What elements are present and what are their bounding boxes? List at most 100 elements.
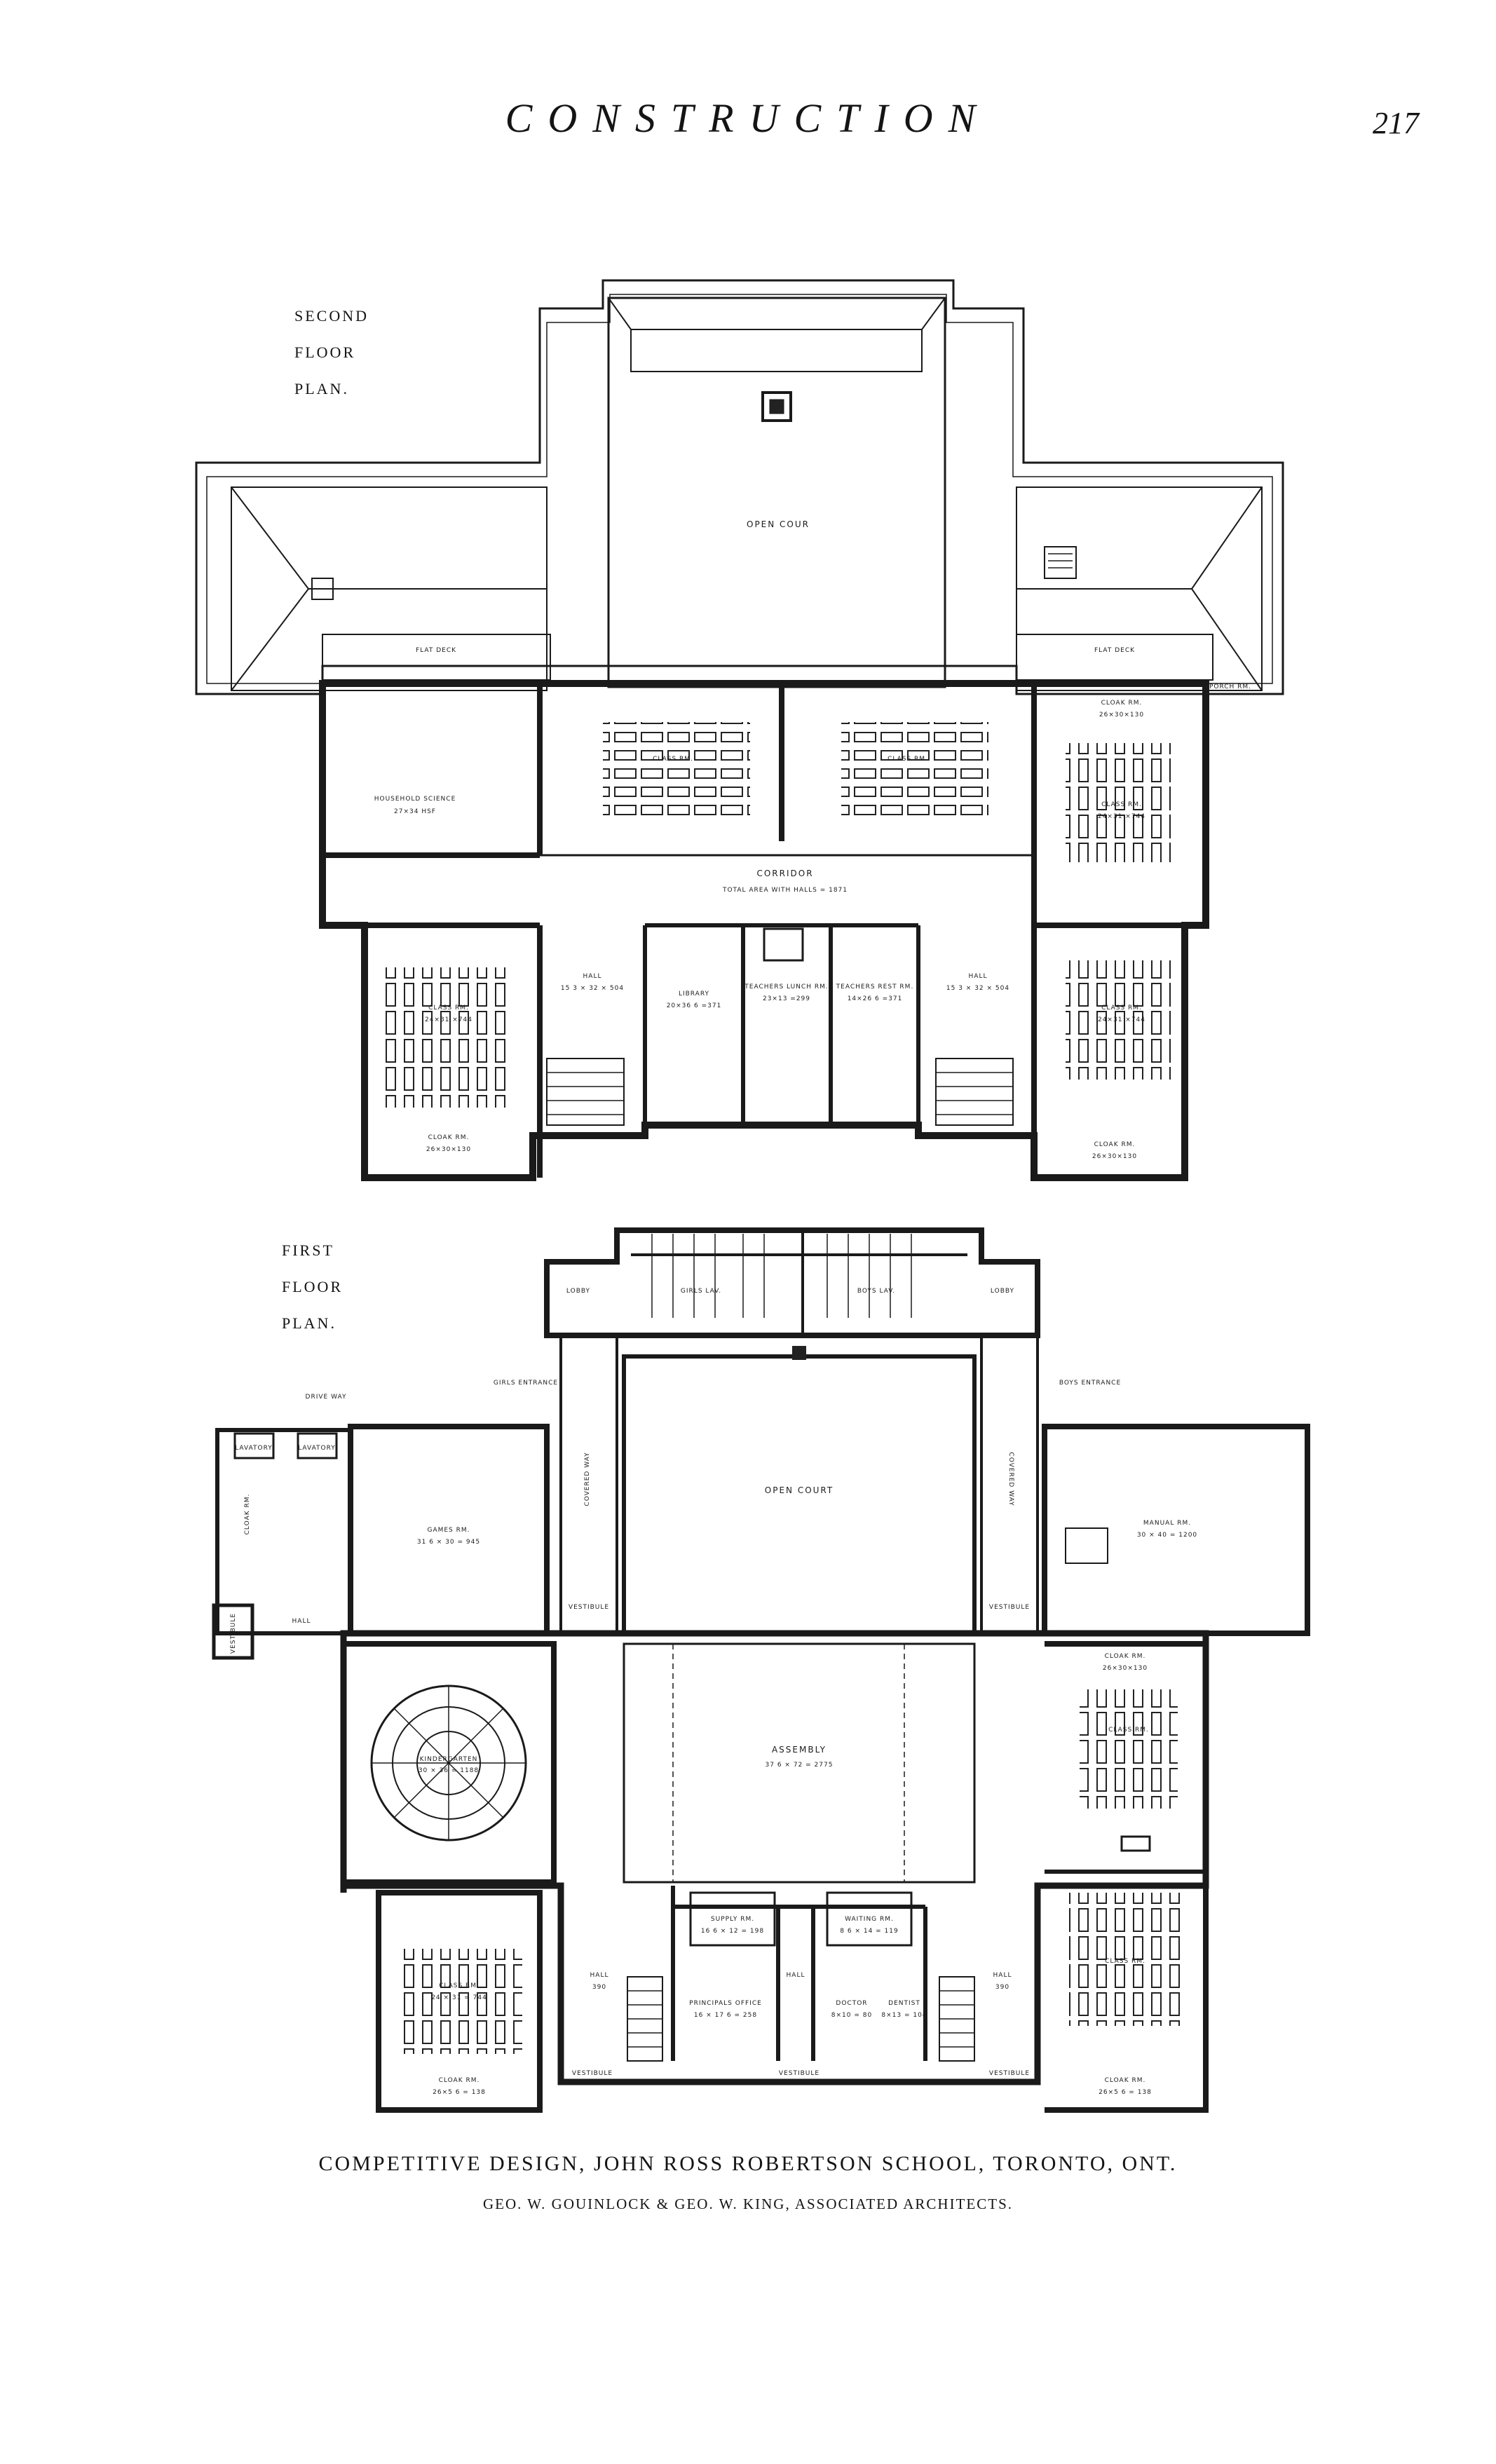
room-label: WAITING RM.: [845, 1916, 894, 1923]
room-label: HALL: [993, 1972, 1012, 1979]
room-label: CLOAK RM.: [1101, 700, 1143, 707]
room-dims: 26×5 6 = 138: [1099, 2089, 1152, 2096]
room-label: TEACHERS LUNCH RM.: [744, 983, 828, 991]
second-floor-labels: OPEN COUR FLAT DECK FLAT DECK HOUSEHOLD …: [374, 519, 1251, 1160]
room-dims: 26×30×130: [426, 1146, 471, 1153]
room-dims: 31 6 × 30 = 945: [417, 1539, 480, 1546]
room-dims: 20×36 6 =371: [667, 1002, 722, 1009]
room-label: TEACHERS REST RM.: [836, 983, 914, 991]
room-label: CLASS RM.: [428, 1005, 469, 1012]
room-label: SUPPLY RM.: [711, 1916, 754, 1923]
room-label: BOYS ENTRANCE: [1059, 1380, 1121, 1387]
room-label: CLOAK RM.: [1094, 1141, 1136, 1148]
room-label: CLASS RM.: [1105, 1958, 1145, 1965]
room-label: PORCH RM.: [1209, 683, 1251, 690]
room-label: CLASS RM.: [1101, 801, 1142, 808]
room-label: HALL: [787, 1972, 805, 1979]
room-dims: 390: [592, 1984, 606, 1991]
room-label: FLAT DECK: [1094, 647, 1135, 654]
room-label: DOCTOR: [836, 2000, 867, 2007]
room-label: CLASS RM.: [888, 756, 928, 763]
room-label: MANUAL RM.: [1143, 1520, 1191, 1527]
second-floor-plan-label: SECOND FLOOR PLAN.: [294, 298, 369, 407]
room-label: HALL: [969, 973, 988, 980]
room-dims: 37 6 × 72 = 2775: [766, 1762, 834, 1769]
room-dims: 16 6 × 12 = 198: [701, 1928, 764, 1935]
page-number: 217: [1373, 106, 1419, 140]
label-line: FLOOR: [282, 1278, 344, 1295]
room-label: PRINCIPALS OFFICE: [689, 2000, 762, 2007]
room-label: CLASS RM.: [1101, 1005, 1142, 1012]
room-dims: 8×13 = 104: [881, 2012, 927, 2019]
room-label: LAVATORY: [298, 1445, 336, 1452]
second-floor-plan: [195, 279, 1284, 1181]
room-label: LOBBY: [566, 1288, 590, 1295]
room-label: HOUSEHOLD SCIENCE: [374, 796, 456, 803]
room-label: OPEN COUR: [747, 519, 810, 529]
room-label: GAMES RM.: [427, 1527, 470, 1534]
architects-credit: GEO. W. GOUINLOCK & GEO. W. KING, ASSOCI…: [482, 2196, 1014, 2212]
label-line: PLAN.: [282, 1314, 336, 1332]
room-dims: 26×30×130: [1092, 1153, 1137, 1160]
room-label: CLASS RM.: [1108, 1727, 1149, 1734]
room-label: VESTIBULE: [572, 2070, 613, 2077]
journal-title: CONSTRUCTION: [505, 95, 991, 141]
room-label: LIBRARY: [679, 991, 709, 998]
room-label: VESTIBULE: [779, 2070, 820, 2077]
room-label: HALL: [292, 1618, 311, 1625]
room-label: OPEN COURT: [765, 1485, 834, 1495]
room-label: CLOAK RM.: [1105, 1653, 1146, 1660]
room-label: VESTIBULE: [569, 1604, 609, 1611]
room-dims: 24×31 ×744: [1098, 1016, 1145, 1023]
room-dims: 390: [995, 1984, 1009, 1991]
room-label: GIRLS ENTRANCE: [494, 1380, 558, 1387]
room-dims: 26×5 6 = 138: [433, 2089, 486, 2096]
first-floor-labels: GIRLS LAV. BOYS LAV. LOBBY LOBBY DRIVE W…: [230, 1288, 1197, 2096]
room-label: GIRLS LAV.: [681, 1288, 721, 1295]
room-label: COVERED WAY: [1007, 1452, 1014, 1506]
room-dims: 27×34 HSF: [394, 808, 436, 815]
label-line: FLOOR: [294, 343, 356, 361]
room-label: LOBBY: [991, 1288, 1014, 1295]
room-label: COVERED WAY: [584, 1452, 591, 1506]
room-label: VESTIBULE: [230, 1613, 237, 1654]
figure-caption: COMPETITIVE DESIGN, JOHN ROSS ROBERTSON …: [318, 2152, 1178, 2175]
room-label: BOYS LAV.: [857, 1288, 895, 1295]
room-dims: 24×31 ×744: [425, 1016, 472, 1023]
room-label: VESTIBULE: [989, 2070, 1030, 2077]
room-dims: 30 × 36 = 1188: [419, 1767, 479, 1774]
room-dims: 24×31 ×744: [1098, 813, 1145, 820]
room-label: ASSEMBLY: [772, 1745, 827, 1755]
label-line: FIRST: [282, 1241, 334, 1259]
room-dims: 14×26 6 =371: [848, 995, 903, 1002]
label-line: SECOND: [294, 307, 369, 325]
room-label: CLOAK RM.: [428, 1134, 470, 1141]
room-label: HALL: [583, 973, 602, 980]
room-label: DRIVE WAY: [306, 1394, 347, 1401]
room-label: DENTIST: [888, 2000, 920, 2007]
room-label: FLAT DECK: [416, 647, 456, 654]
room-label: CLOAK RM.: [1105, 2077, 1146, 2084]
room-label: LAVATORY: [235, 1445, 273, 1452]
room-label: CORRIDOR: [756, 869, 813, 878]
room-dims: 23×13 =299: [763, 995, 810, 1002]
room-dims: 26×30×130: [1099, 712, 1144, 719]
first-floor-plan: [212, 1227, 1310, 2113]
label-line: PLAN.: [294, 380, 349, 397]
room-dims: 8×10 = 80: [831, 2012, 872, 2019]
room-label: CLOAK RM.: [244, 1494, 251, 1535]
room-dims: TOTAL AREA WITH HALLS = 1871: [722, 887, 848, 894]
room-dims: 16 × 17 6 = 258: [694, 2012, 757, 2019]
room-label: CLOAK RM.: [439, 2077, 480, 2084]
room-label: CLASS RM.: [439, 1982, 480, 1989]
room-dims: 15 3 × 32 × 504: [561, 985, 624, 992]
room-dims: 15 3 × 32 × 504: [946, 985, 1009, 992]
room-dims: 24 × 31 = 744: [431, 1994, 487, 2001]
room-dims: 30 × 40 = 1200: [1137, 1532, 1197, 1539]
room-label: KINDERGARTEN: [420, 1756, 478, 1763]
first-floor-plan-label: FIRST FLOOR PLAN.: [282, 1232, 343, 1342]
room-label: VESTIBULE: [989, 1604, 1030, 1611]
room-label: CLASS RM.: [653, 756, 693, 763]
room-dims: 8 6 × 14 = 119: [840, 1928, 898, 1935]
